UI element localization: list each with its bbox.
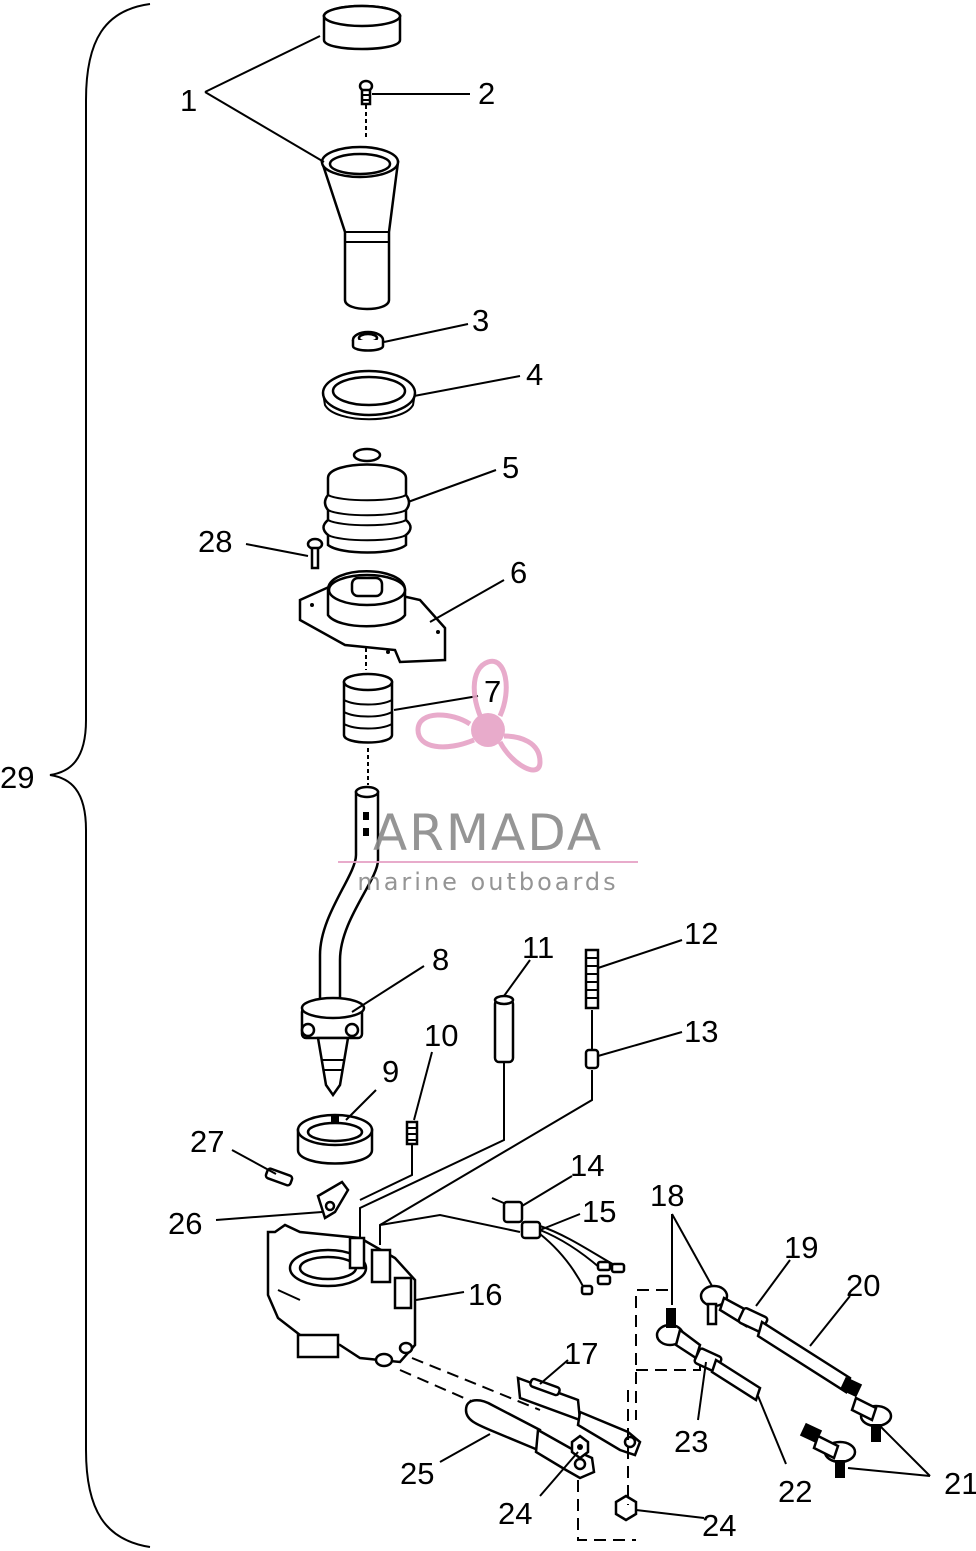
part-18-ball-joints (655, 1284, 729, 1360)
callout-27: 27 (190, 1124, 224, 1159)
callout-29: 29 (0, 760, 34, 795)
part-8-shift-lever (300, 785, 380, 1098)
assembly-brace (49, 3, 151, 1548)
part-16-housing (266, 1223, 417, 1368)
callout-2: 2 (478, 76, 495, 111)
callout-4: 4 (526, 357, 543, 392)
callout-labels: 1 2 3 4 5 6 7 8 9 10 11 12 13 14 15 16 1… (0, 76, 976, 1543)
callout-3: 3 (472, 303, 489, 338)
callout-14: 14 (570, 1148, 604, 1183)
callout-12: 12 (684, 916, 718, 951)
armada-watermark: ARMADA marine outboards (338, 658, 638, 896)
part-21-ball-joint-ends (812, 1396, 893, 1478)
callout-18: 18 (650, 1178, 684, 1213)
propeller-hub (471, 713, 505, 747)
callout-26: 26 (168, 1206, 202, 1241)
callout-21: 21 (944, 1466, 976, 1501)
part-11-pin (493, 994, 515, 1064)
brand-tagline: marine outboards (357, 868, 618, 896)
callout-5: 5 (502, 450, 519, 485)
propeller-logo (415, 658, 543, 773)
part-4-boot-ring (321, 369, 417, 421)
part-10-spring (405, 1120, 419, 1146)
callout-25: 25 (400, 1456, 434, 1491)
callout-23: 23 (674, 1424, 708, 1459)
part-28-screw (306, 537, 324, 570)
part-7-spring-pack (342, 672, 394, 744)
part-25-cable-end (464, 1399, 596, 1480)
part-9-socket-cup (296, 1113, 374, 1165)
part-15-wiring (520, 1220, 626, 1296)
leader-lines (204, 35, 931, 1519)
part-6-base-plate (298, 570, 447, 664)
brand-name: ARMADA (373, 804, 603, 862)
part-20-rod-upper (718, 1296, 863, 1398)
callout-6: 6 (510, 555, 527, 590)
part-3-ring (351, 330, 385, 352)
assembly-guide-lines (359, 1062, 593, 1245)
part-2-screw (358, 79, 374, 106)
callout-10: 10 (424, 1018, 458, 1053)
callout-15: 15 (582, 1194, 616, 1229)
part-1-knob (320, 4, 402, 311)
callout-28: 28 (198, 524, 232, 559)
callout-1: 1 (180, 83, 197, 118)
alignment-dashes (577, 1289, 701, 1541)
part-24-nuts (570, 1434, 638, 1522)
callout-19: 19 (784, 1230, 818, 1265)
callout-7: 7 (484, 674, 501, 709)
part-17-cable-end (516, 1376, 642, 1457)
part-5-bellows-boot (322, 447, 412, 554)
callout-11: 11 (522, 930, 554, 965)
callout-24-right: 24 (702, 1508, 736, 1543)
callout-17: 17 (564, 1336, 598, 1371)
callout-20: 20 (846, 1268, 880, 1303)
part-13-plunger (584, 1010, 600, 1070)
callout-22: 22 (778, 1474, 812, 1509)
callout-16: 16 (468, 1277, 502, 1312)
callout-8: 8 (432, 942, 449, 977)
part-14-switch (491, 1197, 524, 1224)
part-12-spring (584, 948, 600, 1010)
callout-9: 9 (382, 1054, 399, 1089)
callout-13: 13 (684, 1014, 718, 1049)
part-26-detent-clip (316, 1180, 350, 1220)
callout-24-left: 24 (498, 1496, 532, 1531)
